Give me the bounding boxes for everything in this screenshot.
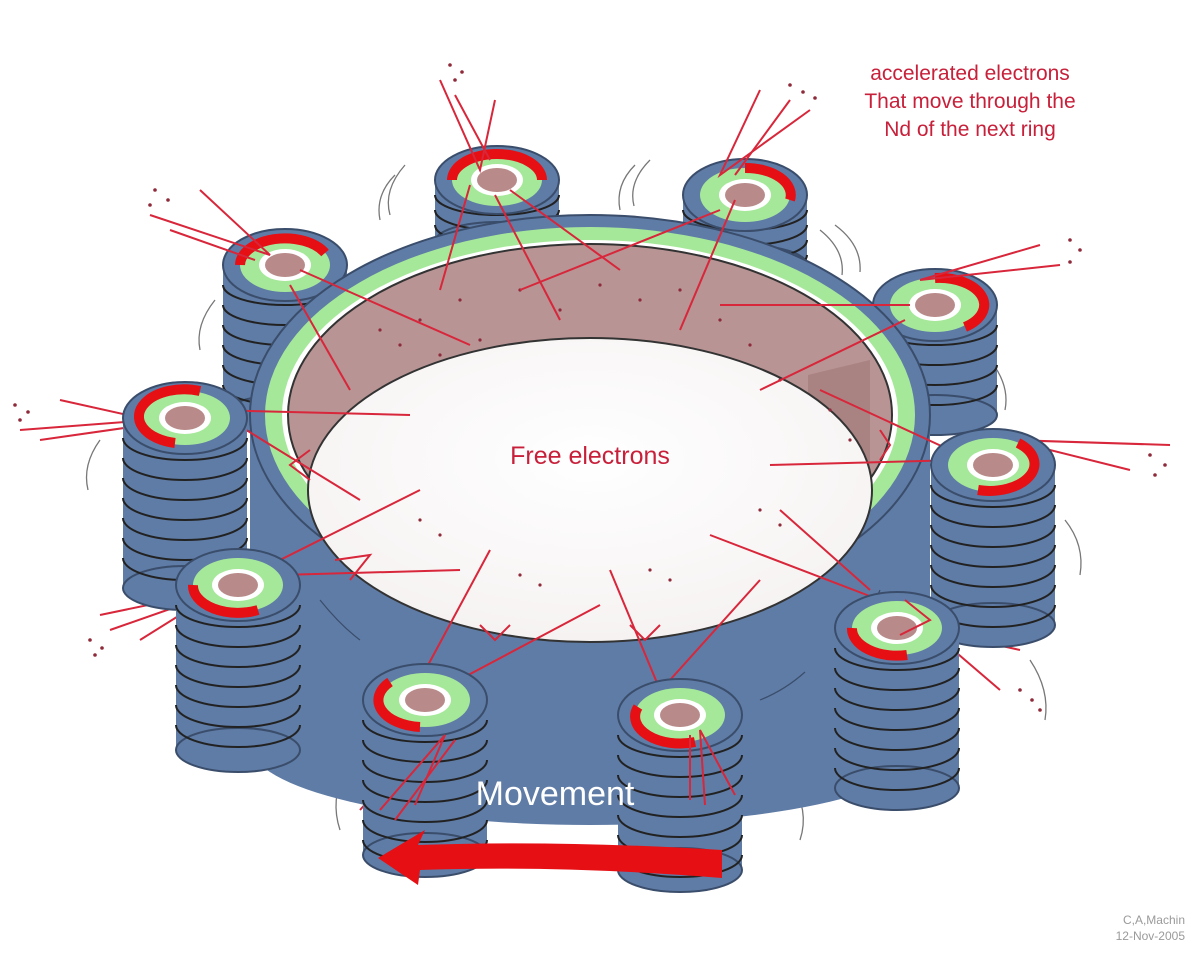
credit-author: C,A,Machin (1122, 913, 1185, 927)
tower-left (122, 381, 248, 611)
tower-front-left (362, 663, 488, 878)
annotation-line-1: accelerated electrons (870, 62, 1070, 85)
electron-dots-inner (378, 283, 852, 587)
annotation-line-2: That move through the (864, 90, 1076, 113)
tower-right (930, 428, 1056, 648)
author-credit: C,A,Machin 12-Nov-2005 (1060, 912, 1185, 944)
tower-back-right (872, 268, 998, 436)
front-electron-streaks (334, 553, 932, 821)
annotation-line-3: Nd of the next ring (884, 118, 1056, 141)
accelerated-electrons-annotation: accelerated electrons That move through … (820, 60, 1120, 144)
free-electrons-label: Free electrons (510, 442, 670, 470)
movement-arrow (378, 830, 722, 885)
main-ring (249, 214, 931, 825)
tower-lower-right (834, 591, 960, 811)
credit-date: 12-Nov-2005 (1115, 929, 1185, 943)
electron-dots-outer (13, 63, 1167, 712)
movement-label: Movement (475, 775, 635, 813)
tower-lower-left (175, 548, 301, 773)
electron-paths (19, 79, 1171, 811)
